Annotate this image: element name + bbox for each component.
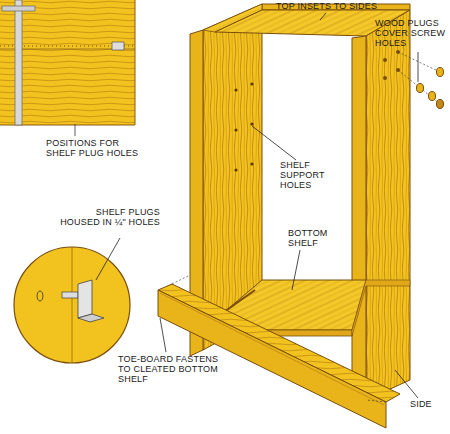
toe-board <box>158 275 400 428</box>
shelf-plug-detail <box>14 247 130 363</box>
callout-label: TOE-BOARD FASTENS TO CLEATED BOTTOM SHEL… <box>118 354 222 384</box>
callout-label: POSITIONS FOR SHELF PLUG HOLES <box>46 138 146 158</box>
wood-plugs <box>398 52 444 109</box>
callout-label: BOTTOM SHELF <box>288 228 346 248</box>
right-side-panel <box>352 10 410 404</box>
callout-label: TOP INSETS TO SIDES <box>276 1 416 11</box>
callout-label: SHELF SUPPORT HOLES <box>280 160 342 190</box>
callout-label: WOOD PLUGS COVER SCREW HOLES <box>375 18 447 48</box>
callout-label: SIDE <box>410 399 446 409</box>
leader-lines <box>96 13 418 398</box>
hole-positions-inset <box>0 0 135 136</box>
shelf-support-holes <box>234 82 253 171</box>
callout-label: SHELF PLUGS HOUSED IN ¼" HOLES <box>60 207 160 227</box>
